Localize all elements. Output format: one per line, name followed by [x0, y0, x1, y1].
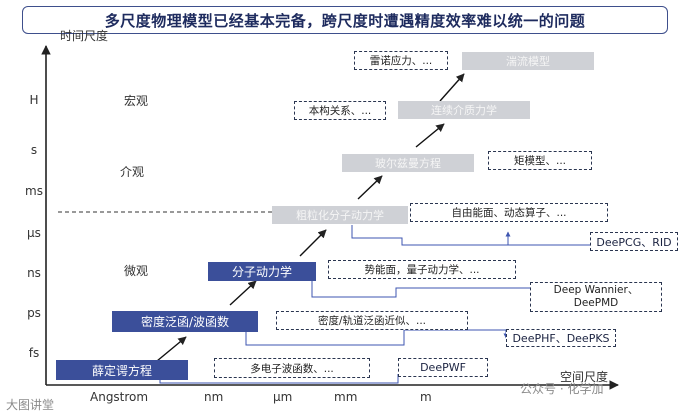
x-tick-angstrom: Angstrom [90, 390, 149, 404]
approx-many-electron: 多电子波函数、... [214, 358, 370, 378]
method-dft: 密度泛函/波函数 [112, 311, 258, 332]
y-tick-ms: ms [25, 184, 43, 198]
method-schrodinger: 薛定谔方程 [56, 360, 188, 380]
arrow-1 [156, 336, 187, 362]
approx-potential-surface: 势能面，量子动力学、... [328, 260, 516, 279]
x-tick-mm: mm [334, 390, 358, 404]
y-axis-title: 时间尺度 [60, 29, 109, 43]
connector-deepcg [351, 225, 511, 246]
y-tick-ps: ps [27, 306, 41, 320]
watermark-right: 公众号 · 化学加 [520, 382, 604, 396]
y-tick-H: H [29, 93, 39, 107]
approx-free-energy: 自由能面、动态算子、... [410, 203, 608, 222]
method-continuum: 连续介质力学 [398, 101, 530, 119]
method-cgmd: 粗粒化分子动力学 [272, 206, 408, 224]
arrow-5 [415, 123, 445, 148]
x-axis-title: 空间尺度 [560, 370, 609, 384]
y-tick-ns: ns [27, 266, 41, 280]
ai-deepwannier-line1: Deep Wannier、 [553, 284, 639, 296]
approx-constitutive: 本构关系、... [294, 101, 386, 120]
approx-reynolds: 雷诺应力、... [354, 51, 448, 70]
arrow-2 [229, 280, 257, 306]
y-tick-s: s [30, 143, 38, 157]
x-tick-nm: nm [204, 390, 224, 404]
method-boltzmann: 玻尔兹曼方程 [342, 154, 474, 172]
arrow-6 [439, 73, 465, 102]
ai-deeppwf: DeePWF [398, 358, 488, 377]
x-tick-um: μm [273, 390, 293, 404]
approx-density-functional: 密度/轨道泛函近似、... [276, 311, 468, 330]
ai-deepwannier-line2: DeePMD [573, 297, 619, 309]
approx-moment-model: 矩模型、... [488, 151, 592, 170]
ai-deepwannier: Deep Wannier、 DeePMD [530, 282, 662, 312]
scale-label-meso: 介观 [120, 165, 145, 179]
arrow-3 [299, 229, 327, 257]
page-title: 多尺度物理模型已经基本完备，跨尺度时遭遇精度效率难以统一的问题 [104, 11, 586, 30]
y-tick-fs: fs [28, 346, 40, 360]
scale-label-macro: 宏观 [124, 94, 149, 108]
watermark-left: 大图讲堂 [6, 398, 55, 412]
ai-deepcg: DeePCG、RID [590, 232, 678, 251]
arrow-4 [357, 175, 383, 200]
connector-deepwannier [311, 280, 551, 298]
y-tick-us: μs [27, 226, 41, 240]
x-tick-m: m [420, 390, 432, 404]
ai-deephf: DeePHF、DeePKS [506, 329, 616, 347]
method-turbulence: 湍流模型 [462, 52, 594, 70]
scale-label-micro: 微观 [124, 264, 149, 278]
title-box: 多尺度物理模型已经基本完备，跨尺度时遭遇精度效率难以统一的问题 [22, 6, 668, 34]
method-md: 分子动力学 [208, 262, 316, 281]
